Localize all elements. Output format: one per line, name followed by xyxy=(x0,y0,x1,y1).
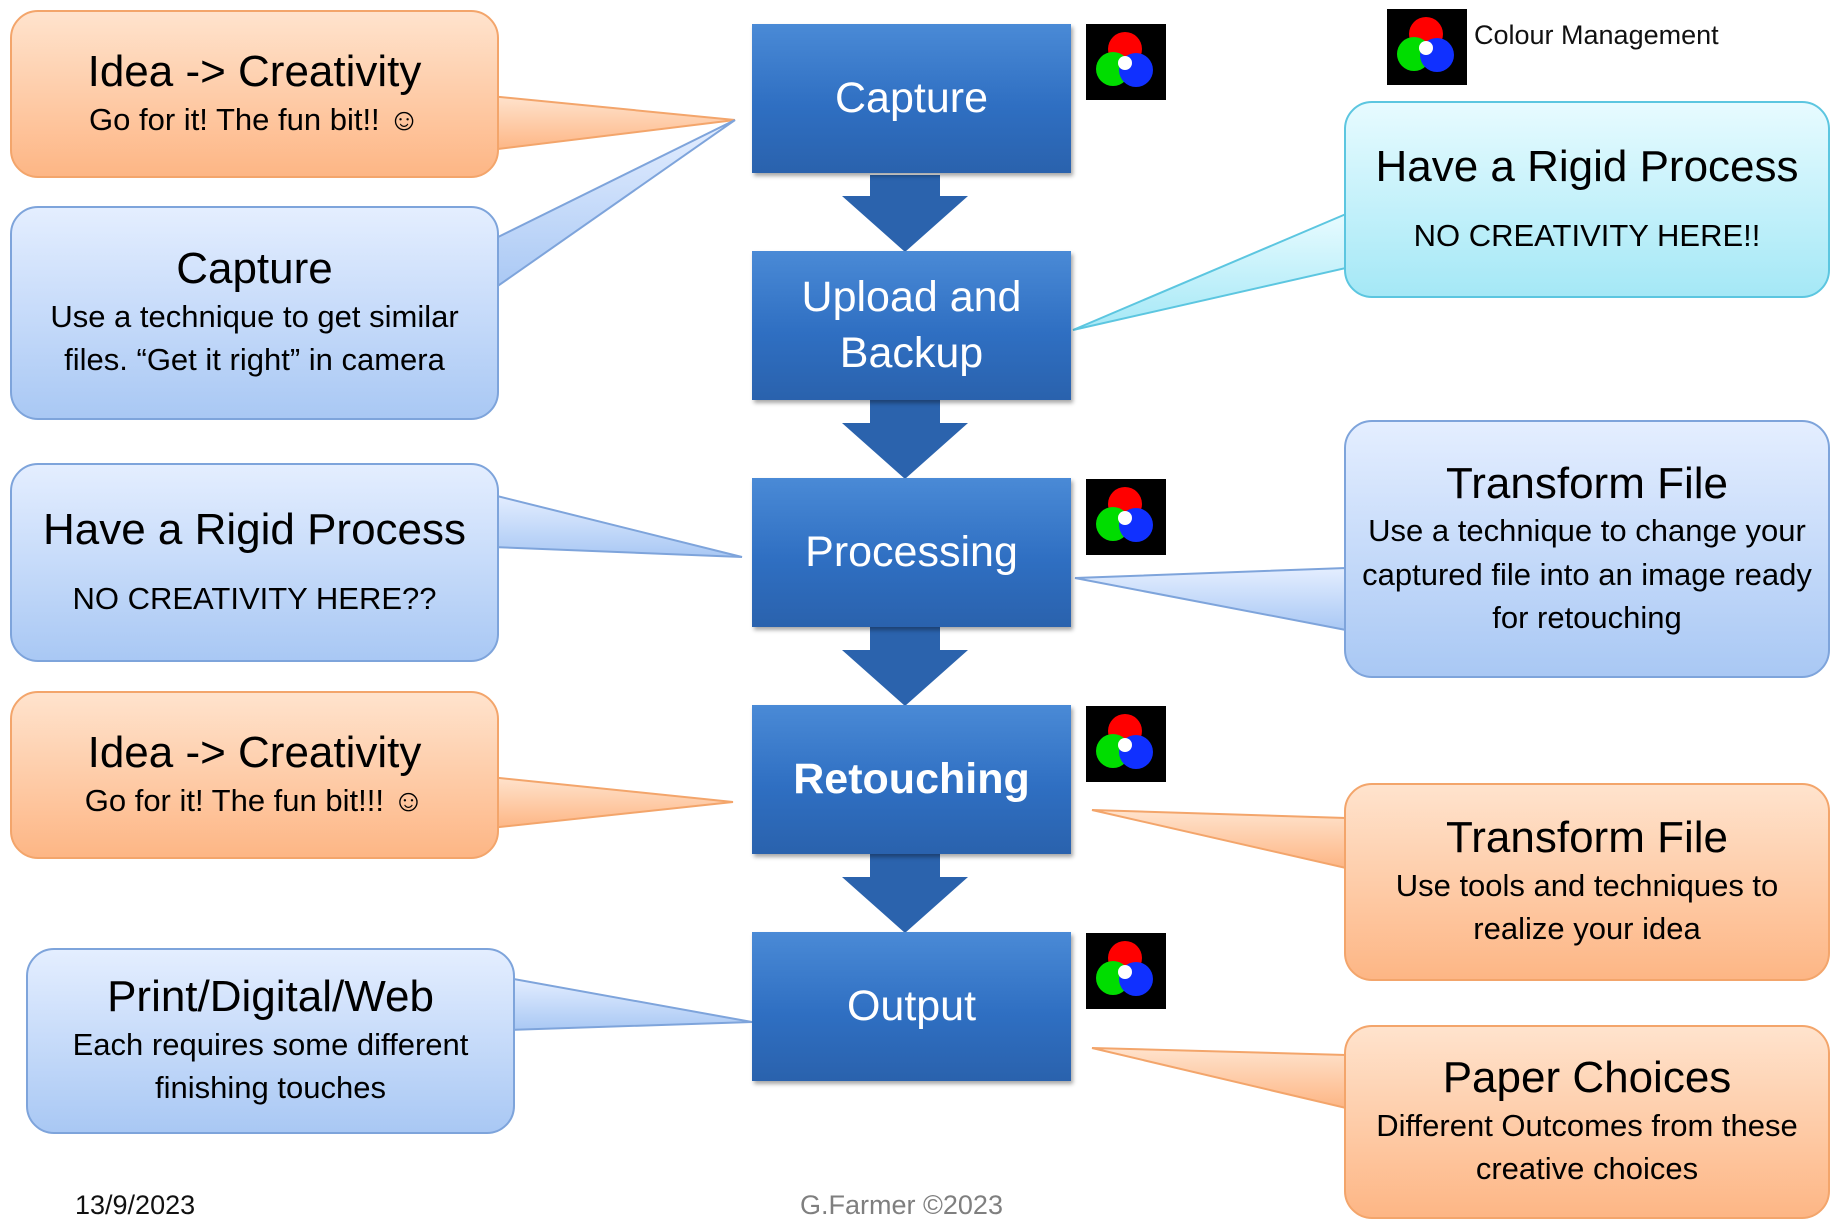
callout-capture-technique: Capture Use a technique to get similar f… xyxy=(10,206,499,420)
colour-management-icon xyxy=(1086,933,1166,1009)
colour-management-icon xyxy=(1086,24,1166,100)
callout-title: Have a Rigid Process xyxy=(1375,141,1799,191)
step-capture: Capture xyxy=(752,24,1071,173)
callout-upload-rigid: Have a Rigid Process NO CREATIVITY HERE!… xyxy=(1344,101,1830,298)
callout-title: Idea -> Creativity xyxy=(87,728,422,777)
callout-body: Each requires some different finishing t… xyxy=(72,1026,469,1106)
callout-tail xyxy=(507,976,753,1032)
legend-label: Colour Management xyxy=(1474,20,1719,50)
callout-title: Transform File xyxy=(1446,458,1728,508)
step-label: Retouching xyxy=(793,754,1030,803)
step-label: Capture xyxy=(835,73,988,122)
flow-arrow xyxy=(842,400,968,479)
footer-author: G.Farmer ©2023 xyxy=(800,1190,1003,1220)
legend-rgb-circles-icon xyxy=(1387,9,1467,85)
callout-tail xyxy=(489,775,734,830)
callout-output-print: Print/Digital/Web Each requires some dif… xyxy=(26,948,515,1134)
callout-title: Print/Digital/Web xyxy=(107,972,434,1022)
step-label: Processing xyxy=(805,527,1018,576)
footer-date: 13/9/2023 xyxy=(75,1190,196,1220)
colour-management-icon xyxy=(1086,706,1166,782)
flow-arrow xyxy=(842,627,968,706)
callout-title: Have a Rigid Process xyxy=(42,504,467,554)
flow-arrow xyxy=(842,175,968,252)
callout-body: Use a technique to get similar files. “G… xyxy=(50,298,459,378)
callout-processing-transform: Transform File Use a technique to change… xyxy=(1344,420,1830,678)
step-label: Output xyxy=(846,981,977,1030)
callout-title: Transform File xyxy=(1446,813,1728,863)
callout-body: Use a technique to change your captured … xyxy=(1362,513,1812,635)
step-output: Output xyxy=(752,932,1071,1081)
callout-body: Go for it! The fun bit!!! ☺ xyxy=(84,782,425,818)
callout-title: Capture xyxy=(176,244,333,294)
step-processing: Processing xyxy=(752,478,1071,627)
callout-tail xyxy=(1072,212,1347,331)
callout-tail xyxy=(492,493,743,558)
step-upload-backup: Upload and Backup xyxy=(752,251,1071,400)
step-label: Upload and Backup xyxy=(801,273,1022,377)
callout-body: NO CREATIVITY HERE!! xyxy=(1413,218,1761,254)
flow-arrow xyxy=(842,854,968,933)
callout-body: Different Outcomes from these creative c… xyxy=(1376,1107,1798,1187)
callout-output-paper: Paper Choices Different Outcomes from th… xyxy=(1344,1025,1830,1219)
step-retouching: Retouching xyxy=(752,705,1071,854)
callout-body: Go for it! The fun bit!! ☺ xyxy=(89,101,420,137)
callout-tail xyxy=(1074,566,1347,632)
callout-capture-idea: Idea -> Creativity Go for it! The fun bi… xyxy=(10,10,499,178)
callout-tail xyxy=(1091,809,1347,870)
callout-title: Paper Choices xyxy=(1442,1053,1732,1103)
callout-body: Use tools and techniques to realize your… xyxy=(1395,867,1779,947)
colour-management-icon xyxy=(1086,479,1166,555)
callout-retouching-idea: Idea -> Creativity Go for it! The fun bi… xyxy=(10,691,499,859)
callout-title: Idea -> Creativity xyxy=(87,47,422,96)
callout-tail xyxy=(1091,1047,1347,1110)
callout-retouching-transform: Transform File Use tools and techniques … xyxy=(1344,783,1830,981)
callout-processing-rigid: Have a Rigid Process NO CREATIVITY HERE?… xyxy=(10,463,499,662)
callout-body: NO CREATIVITY HERE?? xyxy=(72,581,437,617)
